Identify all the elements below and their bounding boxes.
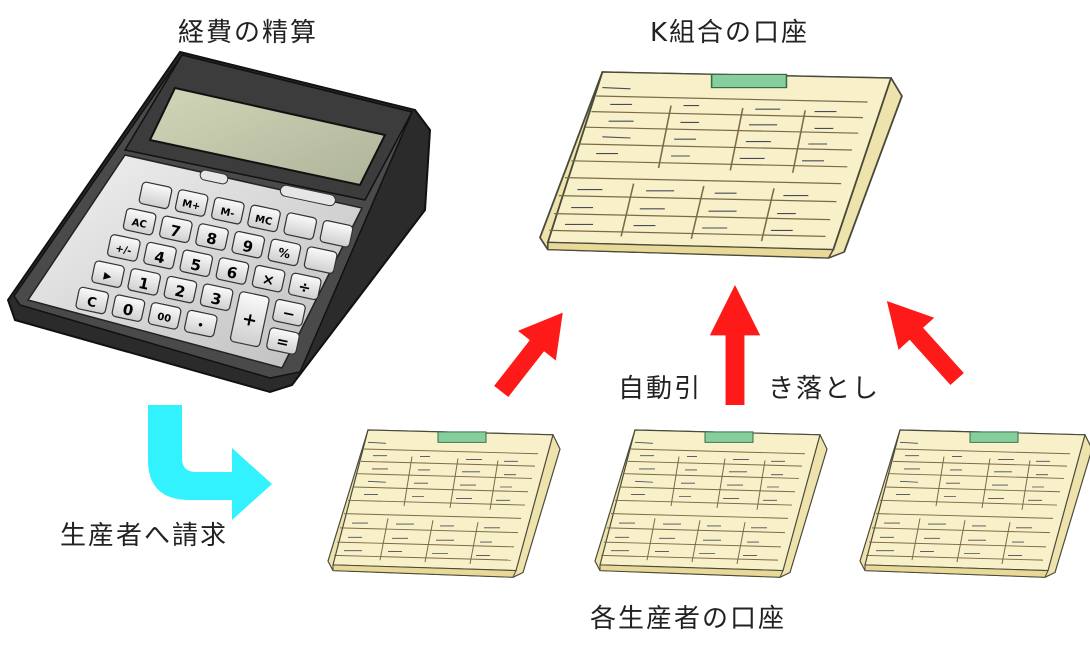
key-2: 2	[173, 282, 187, 302]
key-percent: %	[277, 245, 292, 261]
producer-passbook-2	[594, 429, 828, 578]
auto-debit-label-part1: 自動引	[618, 374, 703, 404]
calculator-title: 経費の精算	[178, 18, 319, 48]
key-c: C	[85, 295, 97, 312]
key-4: 4	[153, 248, 167, 268]
key-dot: •	[196, 320, 205, 332]
key-multiply: ×	[260, 270, 276, 290]
key-5: 5	[189, 255, 203, 275]
key-equals: =	[275, 332, 291, 352]
producer-passbook-1	[327, 429, 561, 578]
k-union-account-label: K組合の口座	[650, 18, 810, 48]
key-m-minus: M-	[219, 206, 235, 220]
key-6: 6	[225, 263, 239, 283]
key-mc: MC	[254, 214, 273, 228]
auto-debit-label-part2: き落とし	[768, 374, 881, 404]
key-9: 9	[241, 237, 255, 257]
arrow-up-left-icon	[482, 297, 582, 407]
bill-producers-label: 生産者へ請求	[60, 521, 229, 551]
k-union-passbook	[539, 71, 903, 259]
key-minus: −	[281, 304, 297, 324]
key-8: 8	[205, 229, 219, 249]
key-plus: +	[240, 308, 259, 332]
arrow-up-right-icon	[869, 284, 975, 396]
key-ac: AC	[131, 217, 148, 231]
key-0: 0	[121, 300, 135, 320]
producer-accounts-label: 各生産者の口座	[590, 604, 787, 634]
cyan-arrow-icon	[148, 405, 272, 520]
key-1: 1	[137, 274, 151, 294]
key-play: ▶	[103, 270, 113, 282]
producer-passbook-3	[859, 429, 1090, 578]
calculator-display	[148, 86, 387, 187]
arrow-up-icon	[709, 285, 761, 405]
calculator: M+ M- MC AC 7 8 9 % +/- 4 5	[6, 50, 432, 394]
key-3: 3	[209, 289, 223, 309]
key-00: 00	[156, 311, 172, 325]
key-plus-minus: +/-	[114, 243, 132, 257]
key-m-plus: M+	[181, 198, 201, 213]
key-divide: ÷	[297, 277, 313, 297]
key-7: 7	[168, 221, 182, 241]
red-arrows	[482, 284, 975, 407]
